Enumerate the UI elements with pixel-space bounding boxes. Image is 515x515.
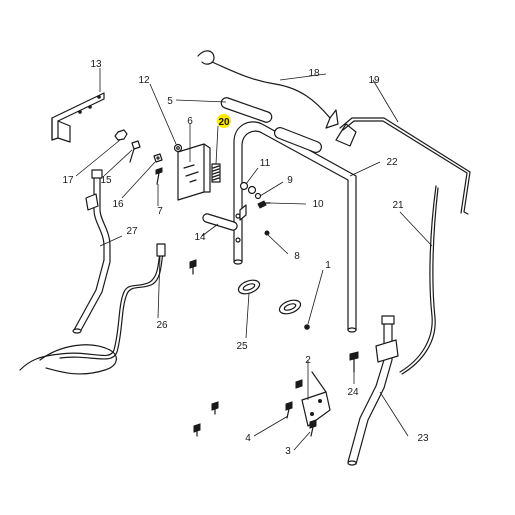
part-9-washer xyxy=(254,192,262,200)
callout-25[interactable]: 25 xyxy=(236,341,248,352)
part-23-right-upright xyxy=(347,315,399,466)
callout-10[interactable]: 10 xyxy=(312,199,324,210)
part-20-spring xyxy=(211,163,221,183)
callout-3[interactable]: 3 xyxy=(285,446,291,457)
part-27-left-upright xyxy=(72,169,111,334)
bolt-lower-a xyxy=(189,259,197,275)
part-8-nut xyxy=(264,230,270,236)
callout-6[interactable]: 6 xyxy=(187,116,193,127)
part-22-handle-frame xyxy=(233,121,357,333)
callout-26[interactable]: 26 xyxy=(156,320,168,331)
callout-15[interactable]: 15 xyxy=(100,175,112,186)
callout-19[interactable]: 19 xyxy=(368,75,380,86)
part-11-bushing xyxy=(239,181,257,195)
part-13-bracket xyxy=(51,92,105,143)
callout-11[interactable]: 11 xyxy=(260,158,271,169)
callout-20[interactable]: 20 xyxy=(218,117,230,128)
bolt-lower-d xyxy=(295,379,303,389)
part-14-sleeve xyxy=(202,204,247,231)
callout-14[interactable]: 14 xyxy=(194,232,206,243)
part-25-grommet-2 xyxy=(278,299,302,315)
callout-18[interactable]: 18 xyxy=(308,68,320,79)
part-6-control-box xyxy=(177,143,211,201)
callout-16[interactable]: 16 xyxy=(112,199,124,210)
callout-1[interactable]: 1 xyxy=(325,260,331,271)
callout-27[interactable]: 27 xyxy=(126,226,138,237)
callout-7[interactable]: 7 xyxy=(157,206,163,217)
callout-17[interactable]: 17 xyxy=(62,175,74,186)
part-2-bracket xyxy=(301,371,331,427)
part-21-cable xyxy=(399,185,439,375)
callout-22[interactable]: 22 xyxy=(386,157,398,168)
part-5-foam-grip-2 xyxy=(274,127,322,153)
part-4-bolt xyxy=(285,401,293,419)
bolt-lower-b xyxy=(211,401,219,415)
callout-8[interactable]: 8 xyxy=(294,251,300,262)
part-26-cable xyxy=(19,243,166,371)
callout-5[interactable]: 5 xyxy=(167,96,173,107)
deck-outline xyxy=(39,344,117,375)
callout-12[interactable]: 12 xyxy=(138,75,150,86)
leader-lines xyxy=(75,68,433,451)
callout-labels: 1 2 3 4 5 6 7 8 9 10 11 12 13 14 15 16 1… xyxy=(62,59,429,457)
callout-23[interactable]: 23 xyxy=(417,433,429,444)
callout-9[interactable]: 9 xyxy=(287,175,293,186)
part-12-washer xyxy=(173,143,183,153)
part-16-nut xyxy=(153,153,163,163)
highlight-marker xyxy=(217,114,231,128)
part-25-grommet xyxy=(237,279,261,295)
part-1-bolt xyxy=(304,324,310,330)
part-17-nut xyxy=(114,129,128,141)
part-19-rod xyxy=(335,117,471,215)
part-24-bolt xyxy=(349,351,359,373)
callout-21[interactable]: 21 xyxy=(392,200,404,211)
part-5-foam-grip xyxy=(220,97,273,123)
part-3-bolt xyxy=(309,419,317,437)
callout-2[interactable]: 2 xyxy=(305,355,311,366)
callout-4[interactable]: 4 xyxy=(245,433,251,444)
part-10-bolt xyxy=(257,200,271,209)
part-18-cable xyxy=(197,50,339,129)
callout-24[interactable]: 24 xyxy=(347,387,359,398)
callout-13[interactable]: 13 xyxy=(90,59,102,70)
part-7-bolt xyxy=(155,167,163,185)
bolt-lower-c xyxy=(193,423,201,437)
part-15-bolt xyxy=(129,140,141,163)
